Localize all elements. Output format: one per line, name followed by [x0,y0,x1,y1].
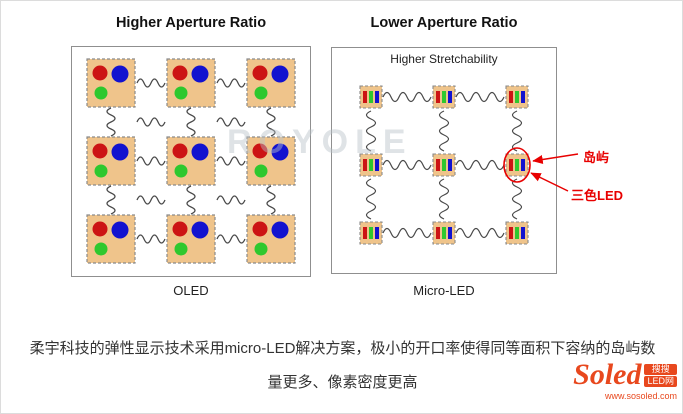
microled-islands [359,85,529,245]
stretchability-subtitle: Higher Stretchability [390,52,498,66]
oled-label: OLED [173,283,209,298]
microled-diagram-box: Higher Stretchability [331,47,557,274]
oled-diagram [86,58,296,264]
three-color-led-annotation-label: 三色LED [571,188,624,203]
right-panel-title: Lower Aperture Ratio [370,15,518,31]
left-panel-title: Higher Aperture Ratio [115,15,267,31]
oled-diagram-box [71,46,311,277]
island-annotation-label: 岛屿 [583,150,610,165]
logo-url: www.sosoled.com [604,391,677,401]
caption-line-1: 柔宇科技的弹性显示技术采用micro-LED解决方案，极小的开口率使得同等面积下… [29,340,656,357]
microled-label: Micro-LED [413,283,475,298]
caption-line-2: 量更多、像素密度更高 [267,374,418,391]
sosoled-logo: Soled 搜搜 LED网 www.sosoled.com [573,360,677,401]
oled-islands [86,58,296,264]
logo-brand-text: Soled [573,358,642,391]
logo-tag-top: 搜搜 [644,363,677,375]
microled-diagram [359,85,529,245]
logo-tag-badges: 搜搜 LED网 [644,363,677,387]
logo-tag-bottom: LED网 [644,375,677,387]
